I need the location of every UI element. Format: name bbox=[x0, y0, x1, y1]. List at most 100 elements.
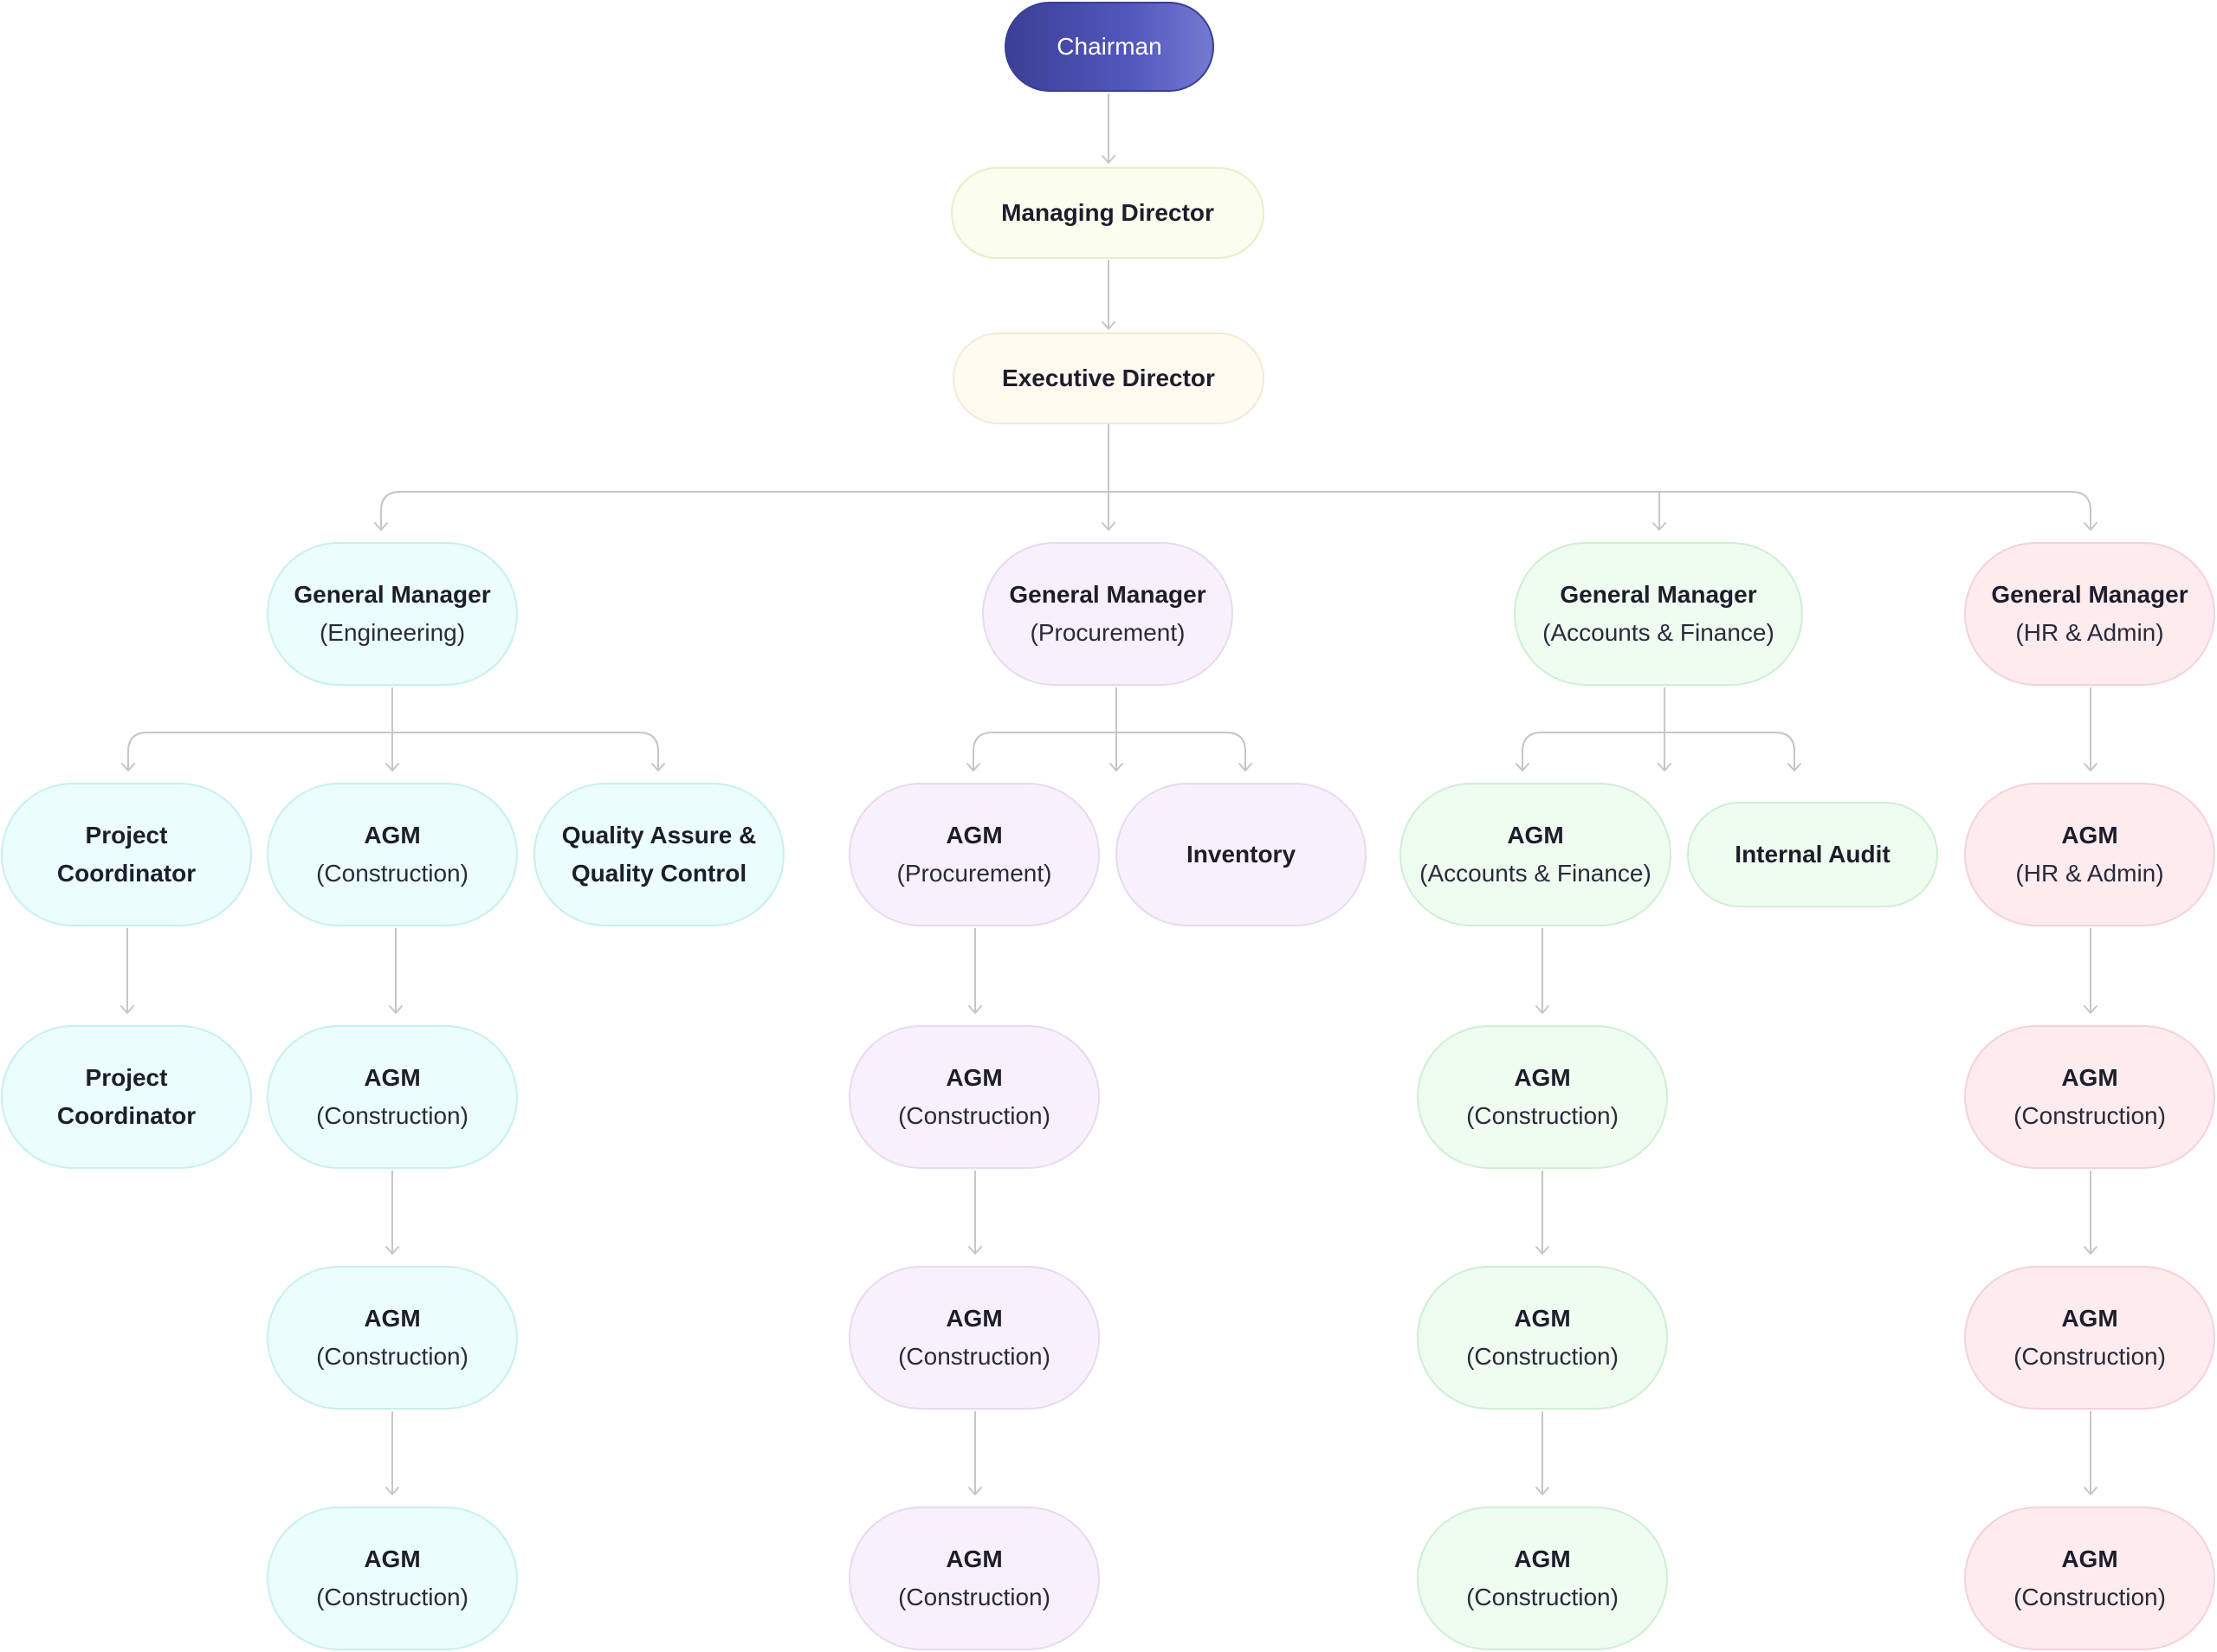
arrow-head bbox=[651, 763, 665, 771]
connector-branch bbox=[380, 491, 401, 530]
connector-branch bbox=[1225, 732, 1246, 771]
node-title: AGM bbox=[1514, 1305, 1571, 1332]
node-subtitle: (Construction) bbox=[898, 1102, 1050, 1129]
node-subtitle: (Construction) bbox=[898, 1584, 1050, 1610]
node-title: General Manager bbox=[1991, 581, 2188, 608]
arrow-head bbox=[968, 1005, 982, 1014]
node-gm-procurement[interactable]: General Manager (Procurement) bbox=[982, 542, 1233, 686]
node-subtitle: Coordinator bbox=[56, 1102, 197, 1129]
node-quality-assurance[interactable]: Quality Assure & Quality Control bbox=[533, 783, 785, 926]
node-title: Executive Director bbox=[1002, 365, 1215, 391]
node-internal-audit[interactable]: Internal Audit bbox=[1687, 802, 1938, 907]
node-agm-construction[interactable]: AGM (Construction) bbox=[1964, 1025, 2215, 1169]
node-agm-construction[interactable]: AGM (Construction) bbox=[267, 1266, 518, 1410]
node-title: Chairman bbox=[1057, 33, 1162, 60]
arrow-head bbox=[385, 1246, 399, 1255]
arrow-head bbox=[1535, 1487, 1549, 1495]
node-title: AGM bbox=[1507, 822, 1564, 849]
node-subtitle: (Construction) bbox=[316, 1102, 469, 1129]
node-title: General Manager bbox=[1560, 581, 1757, 608]
node-agm-construction[interactable]: AGM (Construction) bbox=[267, 1507, 518, 1650]
node-title: General Manager bbox=[294, 581, 491, 608]
node-agm-construction[interactable]: AGM (Construction) bbox=[1417, 1266, 1668, 1410]
arrow-head bbox=[385, 1487, 399, 1495]
arrow-head bbox=[1102, 321, 1115, 330]
node-agm-construction[interactable]: AGM (Construction) bbox=[849, 1266, 1100, 1410]
arrow-head bbox=[1535, 1005, 1549, 1014]
node-subtitle: (Construction) bbox=[1466, 1584, 1619, 1610]
node-title: AGM bbox=[946, 1546, 1003, 1572]
arrow-head bbox=[968, 1246, 982, 1255]
node-subtitle: (Procurement) bbox=[1030, 619, 1186, 646]
node-subtitle: (Construction) bbox=[316, 1584, 469, 1610]
node-title: AGM bbox=[2061, 1546, 2118, 1572]
arrow-head bbox=[121, 763, 135, 771]
node-title: AGM bbox=[364, 1546, 421, 1572]
node-subtitle: (HR & Admin) bbox=[2015, 860, 2164, 887]
arrow-head bbox=[1238, 763, 1252, 771]
node-title: AGM bbox=[946, 1305, 1003, 1332]
arrow-head bbox=[2084, 763, 2097, 771]
node-title: AGM bbox=[364, 1305, 421, 1332]
node-managing-director[interactable]: Managing Director bbox=[951, 167, 1264, 259]
arrow-head bbox=[2084, 1487, 2097, 1495]
node-inventory[interactable]: Inventory bbox=[1115, 783, 1367, 926]
node-agm-accounts-finance[interactable]: AGM (Accounts & Finance) bbox=[1399, 783, 1671, 926]
node-subtitle: (Construction) bbox=[316, 860, 469, 887]
node-chairman[interactable]: Chairman bbox=[1005, 2, 1214, 92]
node-title: Project bbox=[85, 1064, 168, 1091]
arrow-head bbox=[120, 1005, 134, 1014]
node-agm-construction[interactable]: AGM (Construction) bbox=[1417, 1507, 1668, 1650]
arrow-head bbox=[968, 1487, 982, 1495]
node-gm-hr-admin[interactable]: General Manager (HR & Admin) bbox=[1964, 542, 2215, 686]
node-title: AGM bbox=[1514, 1546, 1571, 1572]
connector-branch bbox=[2071, 491, 2091, 530]
node-agm-construction[interactable]: AGM (Construction) bbox=[849, 1025, 1100, 1169]
node-subtitle: (HR & Admin) bbox=[2015, 619, 2164, 646]
node-subtitle: (Engineering) bbox=[319, 619, 466, 646]
node-agm-construction[interactable]: AGM (Construction) bbox=[267, 783, 518, 926]
node-title: Managing Director bbox=[1001, 199, 1214, 226]
node-gm-engineering[interactable]: General Manager (Engineering) bbox=[267, 542, 518, 686]
node-agm-construction[interactable]: AGM (Construction) bbox=[1417, 1025, 1668, 1169]
arrow-head bbox=[385, 763, 399, 771]
arrow-head bbox=[966, 763, 980, 771]
node-subtitle: (Construction) bbox=[1466, 1343, 1619, 1370]
node-gm-accounts-finance[interactable]: General Manager (Accounts & Finance) bbox=[1514, 542, 1803, 686]
node-title: AGM bbox=[364, 1064, 421, 1091]
node-project-coordinator[interactable]: Project Coordinator bbox=[1, 1025, 252, 1169]
arrow-head bbox=[2084, 1005, 2097, 1014]
arrow-head bbox=[374, 522, 388, 531]
node-agm-construction[interactable]: AGM (Construction) bbox=[1964, 1266, 2215, 1410]
node-subtitle: (Construction) bbox=[2013, 1343, 2166, 1370]
arrow-head bbox=[1787, 763, 1801, 771]
node-agm-construction[interactable]: AGM (Construction) bbox=[849, 1507, 1100, 1650]
node-title: AGM bbox=[1514, 1064, 1571, 1091]
node-title: General Manager bbox=[1009, 581, 1206, 608]
node-agm-construction[interactable]: AGM (Construction) bbox=[1964, 1507, 2215, 1650]
connector-branch bbox=[973, 732, 993, 771]
node-title: AGM bbox=[2061, 822, 2118, 849]
node-agm-procurement[interactable]: AGM (Procurement) bbox=[849, 783, 1100, 926]
node-subtitle: (Accounts & Finance) bbox=[1542, 619, 1774, 646]
node-title: Quality Assure & bbox=[561, 822, 757, 849]
arrow-head bbox=[389, 1005, 403, 1014]
arrow-head bbox=[1652, 522, 1666, 531]
connector-branch bbox=[638, 732, 659, 771]
node-agm-hr-admin[interactable]: AGM (HR & Admin) bbox=[1964, 783, 2215, 926]
node-subtitle: (Construction) bbox=[316, 1343, 469, 1370]
node-subtitle: (Construction) bbox=[898, 1343, 1050, 1370]
node-project-coordinator[interactable]: Project Coordinator bbox=[1, 783, 252, 926]
connector-branch bbox=[1522, 732, 1542, 771]
node-title: AGM bbox=[946, 822, 1003, 849]
arrow-head bbox=[1535, 1246, 1549, 1255]
node-executive-director[interactable]: Executive Director bbox=[953, 332, 1264, 424]
node-subtitle: (Construction) bbox=[2013, 1584, 2166, 1610]
node-agm-construction[interactable]: AGM (Construction) bbox=[267, 1025, 518, 1169]
arrow-head bbox=[2084, 1246, 2097, 1255]
arrow-head bbox=[1658, 763, 1671, 771]
node-title: Internal Audit bbox=[1735, 841, 1891, 868]
node-title: AGM bbox=[364, 822, 421, 849]
node-subtitle: (Construction) bbox=[1466, 1102, 1619, 1129]
